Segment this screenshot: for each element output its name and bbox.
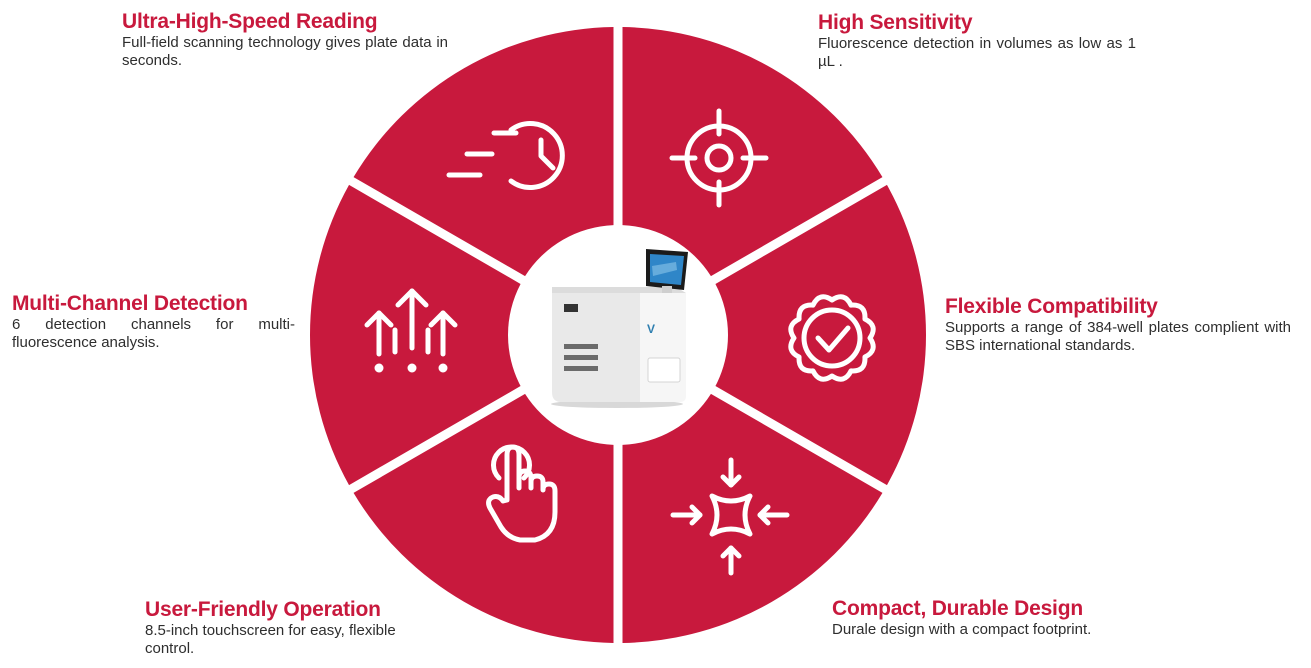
multi-arrow-up-icon <box>364 288 458 373</box>
feature-compact-durable-design: Compact, Durable Design Durale design wi… <box>832 597 1162 639</box>
feature-title: Compact, Durable Design <box>832 597 1083 620</box>
feature-title: Ultra-High-Speed Reading <box>122 10 378 33</box>
badge-check-icon <box>788 294 876 382</box>
svg-text:V: V <box>647 322 655 336</box>
feature-flexible-compatibility: Flexible Compatibility Supports a range … <box>945 295 1291 355</box>
feature-description: Durale design with a compact footprint. <box>832 621 1092 638</box>
feature-title: Flexible Compatibility <box>945 295 1158 318</box>
touch-finger-icon <box>486 444 558 543</box>
feature-description: 8.5-inch touchscreen for easy, flexible … <box>145 622 396 657</box>
feature-title: Multi-Channel Detection <box>12 292 248 315</box>
feature-title: User-Friendly Operation <box>145 598 381 621</box>
feature-description: Fluorescence detection in volumes as low… <box>818 35 1136 70</box>
feature-high-sensitivity: High Sensitivity Fluorescence detection … <box>818 11 1136 71</box>
feature-description: 6 detection channels for multi-fluoresce… <box>12 316 295 351</box>
feature-description: Full-field scanning technology gives pla… <box>122 34 448 69</box>
feature-ultra-high-speed-reading: Ultra-High-Speed Reading Full-field scan… <box>122 10 448 70</box>
wheel-segment-compatibility <box>715 184 927 486</box>
feature-multi-channel-detection: Multi-Channel Detection 6 detection chan… <box>12 292 295 352</box>
wheel-segment-channels <box>310 184 521 486</box>
feature-description: Supports a range of 384-well plates comp… <box>945 319 1291 354</box>
feature-user-friendly-operation: User-Friendly Operation 8.5-inch touchsc… <box>145 598 445 658</box>
wheel-segment-design <box>622 393 883 643</box>
instrument-photo: V <box>551 249 688 408</box>
target-crosshair-icon <box>669 108 769 208</box>
feature-title: High Sensitivity <box>818 11 973 34</box>
compress-arrows-icon <box>670 457 790 576</box>
wheel-segment-operation <box>353 393 614 643</box>
stopwatch-speed-icon <box>446 121 565 190</box>
feature-icons <box>364 108 876 576</box>
wheel-segments <box>310 27 927 643</box>
